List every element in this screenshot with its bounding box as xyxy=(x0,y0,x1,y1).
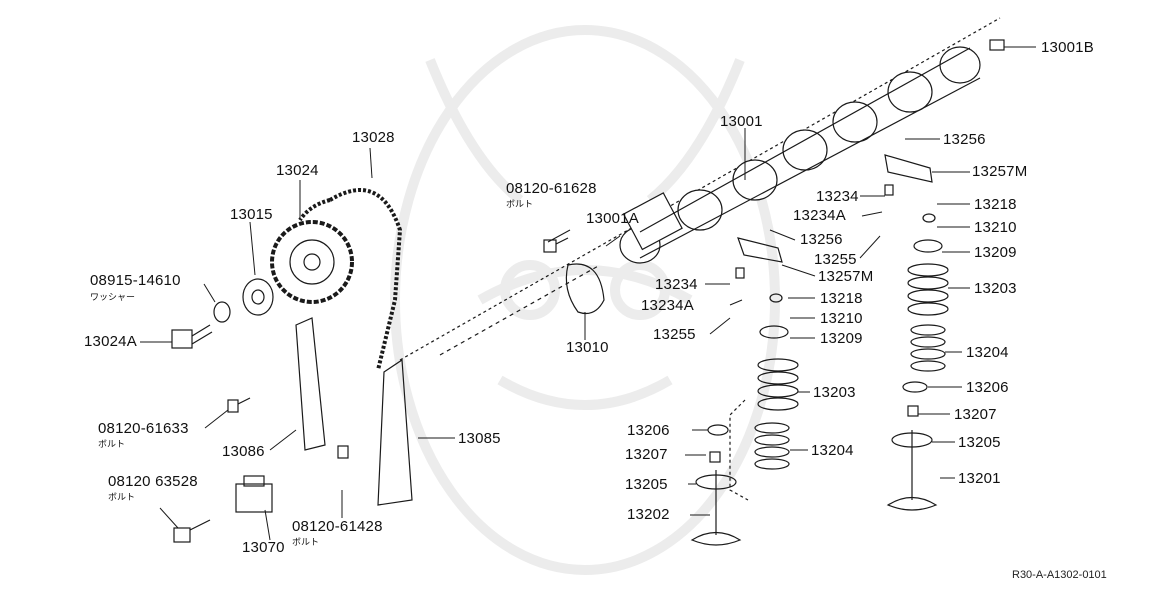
callout-bolt-08120-61633: 08120-61633 xyxy=(98,420,189,437)
callout-13257M-upper: 13257M xyxy=(972,163,1028,180)
timing-chain xyxy=(298,188,403,371)
callout-13210-lower: 13210 xyxy=(820,310,863,327)
callout-13201: 13201 xyxy=(958,470,1001,487)
washer xyxy=(213,301,231,323)
spring-retainer-left xyxy=(759,325,789,339)
callout-13203-left: 13203 xyxy=(813,384,856,401)
callout-13203-right: 13203 xyxy=(974,280,1017,297)
callout-13028: 13028 xyxy=(352,129,395,146)
callout-13234-lower: 13234 xyxy=(655,276,698,293)
callout-13234A-lower: 13234A xyxy=(641,297,694,314)
spring-retainer-right xyxy=(913,239,943,253)
cam-plug xyxy=(989,39,1005,51)
callout-13234A-upper: 13234A xyxy=(793,207,846,224)
chain-guide-line xyxy=(439,264,601,356)
callout-13218-upper: 13218 xyxy=(974,196,1017,213)
callout-13209-upper: 13209 xyxy=(974,244,1017,261)
callout-13234-upper: 13234 xyxy=(816,188,859,205)
callout-13257M-lower: 13257M xyxy=(818,268,874,285)
rocker-adjuster-right xyxy=(884,184,894,196)
valve-collet-left xyxy=(769,293,783,303)
valve-spring-right-outer xyxy=(907,263,949,316)
callout-13015: 13015 xyxy=(230,206,273,223)
subtext-bolt-61628: ボルト xyxy=(506,199,534,209)
callout-13206-left: 13206 xyxy=(627,422,670,439)
callout-13255-lower: 13255 xyxy=(653,326,696,343)
callout-13210-upper: 13210 xyxy=(974,219,1017,236)
callout-13204-right: 13204 xyxy=(966,344,1009,361)
rocker-adjuster-left xyxy=(735,267,745,279)
diagram-reference-code: R30-A-A1302-0101 xyxy=(1012,569,1107,581)
callout-13256-lower: 13256 xyxy=(800,231,843,248)
callout-13256-upper: 13256 xyxy=(943,131,986,148)
valve-seal-right xyxy=(907,405,919,417)
callout-13024A: 13024A xyxy=(84,333,137,350)
callout-13024: 13024 xyxy=(276,162,319,179)
leader-lines xyxy=(140,46,1036,541)
valve-left xyxy=(690,470,742,546)
camshaft-plate xyxy=(565,263,605,315)
callout-13205-right: 13205 xyxy=(958,434,1001,451)
callout-bolt-08120-61428: 08120-61428 xyxy=(292,518,383,535)
valve-spring-left-inner xyxy=(754,422,790,470)
rocker-arm-left xyxy=(737,237,783,263)
spring-seat-right xyxy=(902,381,928,393)
valve-seal-left xyxy=(709,451,721,463)
cam-axis-line xyxy=(399,17,1001,361)
bolt-set xyxy=(173,237,569,543)
chain-tension-guide xyxy=(377,358,413,506)
callout-washer-08915-14610: 08915-14610 xyxy=(90,272,181,289)
valve-spring-right-inner xyxy=(910,324,946,372)
callout-bolt-08120-63528: 08120 63528 xyxy=(108,473,198,490)
callout-13070: 13070 xyxy=(242,539,285,556)
sprocket-bolt xyxy=(171,324,213,349)
callout-bolt-08120-61628: 08120-61628 xyxy=(506,180,597,197)
subtext-washer: ワッシャー xyxy=(90,292,136,302)
valve-spring-left-outer xyxy=(757,358,799,411)
subtext-bolt-61428: ボルト xyxy=(292,537,320,547)
callout-13202: 13202 xyxy=(627,506,670,523)
callout-13001B: 13001B xyxy=(1041,39,1094,56)
chain-tensioner xyxy=(235,475,273,513)
callout-13207-left: 13207 xyxy=(625,446,668,463)
spring-seat-left xyxy=(707,424,729,436)
subtext-bolt-63528: ボルト xyxy=(108,492,136,502)
callout-13209-lower: 13209 xyxy=(820,330,863,347)
callout-13204-left: 13204 xyxy=(811,442,854,459)
callout-13205-left: 13205 xyxy=(625,476,668,493)
callout-13206-right: 13206 xyxy=(966,379,1009,396)
subtext-bolt-61633: ボルト xyxy=(98,439,126,449)
callout-13255-upper: 13255 xyxy=(814,251,857,268)
callout-13001: 13001 xyxy=(720,113,763,130)
rocker-arm-right xyxy=(884,154,933,183)
callout-13010: 13010 xyxy=(566,339,609,356)
sprocket-spacer xyxy=(242,278,274,316)
callout-13207-right: 13207 xyxy=(954,406,997,423)
valve-collet-right xyxy=(922,213,936,223)
valve-right xyxy=(886,430,938,511)
callout-13085: 13085 xyxy=(458,430,501,447)
chain-slack-guide xyxy=(295,317,326,451)
callout-13218-lower: 13218 xyxy=(820,290,863,307)
callout-13086: 13086 xyxy=(222,443,265,460)
camshaft xyxy=(619,46,981,264)
callout-13001A: 13001A xyxy=(586,210,639,227)
cam-sprocket xyxy=(270,220,354,304)
